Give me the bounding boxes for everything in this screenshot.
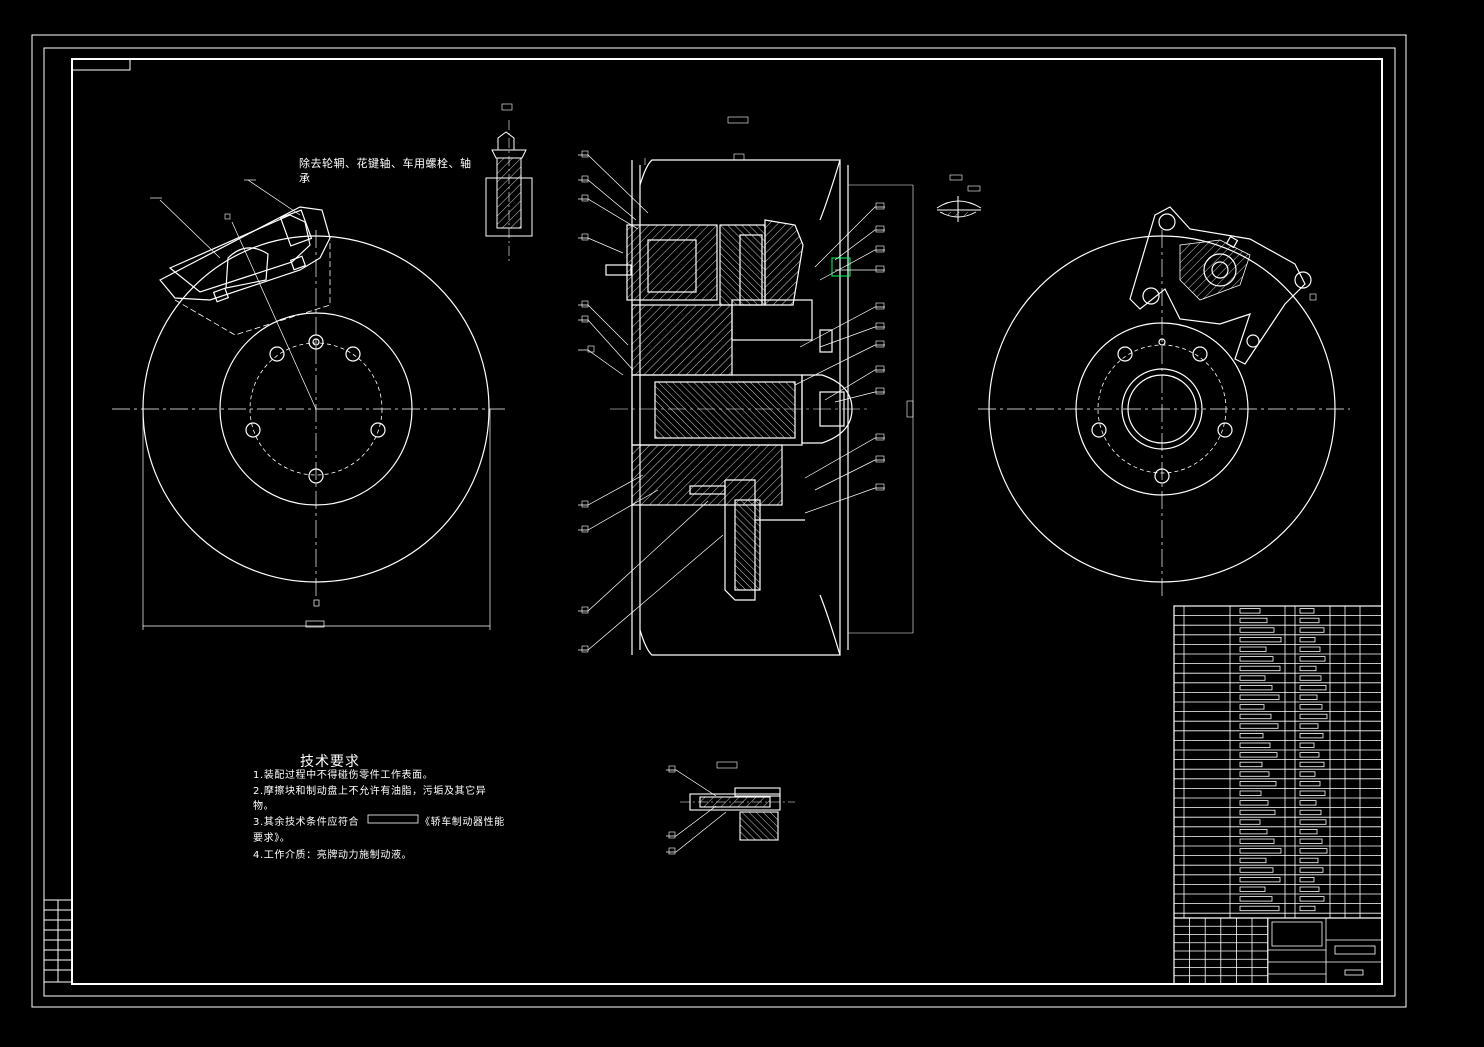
bom-cell-text bbox=[1239, 627, 1275, 633]
bom-cell-text bbox=[1299, 742, 1315, 748]
bom-cell-text bbox=[1299, 675, 1322, 681]
bom-cell-text bbox=[1239, 800, 1269, 806]
bom-cell-text bbox=[1239, 877, 1281, 883]
bom-cell-text bbox=[1239, 723, 1279, 729]
bom-cell-text bbox=[1239, 675, 1266, 681]
left-disc-view bbox=[112, 179, 505, 630]
bom-cell-text bbox=[1239, 848, 1282, 854]
bom-cell-text bbox=[1299, 608, 1315, 614]
bom-cell-text bbox=[1239, 886, 1266, 892]
bom-cell-text bbox=[1299, 838, 1323, 844]
bleed-screw-detail bbox=[485, 103, 533, 262]
bom-cell-text bbox=[1299, 857, 1319, 864]
tech-requirement-3b: 《轿车制动器性能 bbox=[420, 817, 505, 828]
right-disc-view bbox=[978, 206, 1350, 600]
bom-cell-text bbox=[1299, 877, 1315, 883]
bom-cell-text bbox=[1239, 637, 1282, 643]
bom-cell-text bbox=[1239, 685, 1273, 691]
bom-cell-text bbox=[1299, 790, 1326, 796]
tech-requirement-3c: 要求》。 bbox=[253, 833, 291, 844]
bom-cell-text bbox=[1239, 857, 1267, 864]
bom-cell-text bbox=[1299, 733, 1324, 739]
tech-requirements-title: 技术要求 bbox=[300, 754, 360, 770]
bom-cell-text bbox=[1239, 646, 1267, 652]
bom-cell-text bbox=[1239, 617, 1268, 624]
bom-cell-text bbox=[1239, 771, 1270, 777]
section-symbol bbox=[936, 174, 982, 222]
bom-cell-text bbox=[1299, 704, 1323, 710]
bom-cell-text bbox=[1299, 656, 1326, 662]
bom-cell-text bbox=[1299, 665, 1317, 672]
bom-cell-text bbox=[1299, 848, 1328, 854]
bom-cell-text bbox=[1239, 656, 1274, 662]
bom-cell-text bbox=[1299, 761, 1325, 768]
bom-cell-text bbox=[1299, 771, 1316, 777]
bom-cell-text bbox=[1299, 694, 1318, 700]
drawing-frame bbox=[31, 34, 1407, 1008]
bom-cell-text bbox=[1239, 790, 1262, 796]
center-section-view bbox=[578, 116, 914, 656]
bom-cell-text bbox=[1299, 867, 1324, 873]
bom-cell-text bbox=[1239, 809, 1276, 816]
bom-cell-text bbox=[1239, 752, 1278, 758]
bom-cell-text bbox=[1299, 819, 1327, 825]
bom-cell-text bbox=[1299, 809, 1322, 816]
bom-cell-text bbox=[1299, 800, 1317, 806]
bom-cell-text bbox=[1239, 742, 1271, 748]
bom-cell-text bbox=[1299, 781, 1321, 787]
bom-cell-text bbox=[1239, 694, 1280, 700]
bom-cell-text bbox=[1299, 905, 1316, 912]
bom-cell-text bbox=[1239, 867, 1274, 873]
tech-requirement-2b: 物。 bbox=[253, 801, 275, 812]
bom-cell-text bbox=[1239, 713, 1272, 720]
bom-cell-text bbox=[1299, 896, 1325, 902]
removed-parts-note: 除去轮辋、花键轴、车用螺栓、轴承 bbox=[299, 157, 472, 185]
bom-cell-text bbox=[1239, 761, 1263, 768]
bom-cell-text bbox=[1239, 905, 1280, 912]
bom-cell-text bbox=[1299, 617, 1320, 624]
tech-requirement-1: 1.装配过程中不得碰伤零件工作表面。 bbox=[253, 770, 434, 781]
bom-cell-text bbox=[1239, 829, 1268, 835]
bom-cell-text bbox=[1239, 838, 1275, 844]
bom-cell-text bbox=[1299, 637, 1316, 643]
tech-requirement-4: 4.工作介质：亮牌动力施制动液。 bbox=[253, 850, 413, 861]
bom-cell-text bbox=[1239, 781, 1277, 787]
bom-cell-text bbox=[1239, 896, 1273, 902]
bom-cell-text bbox=[1299, 713, 1328, 720]
bom-cell-text bbox=[1239, 704, 1265, 710]
bom-cell-text bbox=[1299, 886, 1320, 892]
bom-cell-text bbox=[1239, 733, 1264, 739]
bom-cell-text bbox=[1299, 685, 1327, 691]
bom-cell-text bbox=[1239, 608, 1261, 614]
standard-number-box bbox=[367, 814, 419, 824]
bottom-bolt-detail bbox=[666, 761, 795, 855]
bom-cell-text bbox=[1299, 829, 1318, 835]
parts-list-table bbox=[1173, 605, 1383, 985]
tech-requirement-2a: 2.摩擦块和制动盘上不允许有油脂，污垢及其它异 bbox=[253, 786, 487, 797]
bom-cell-text bbox=[1299, 646, 1321, 652]
tech-requirement-3a: 3.其余技术条件应符合 bbox=[253, 817, 360, 828]
bom-cell-text bbox=[1299, 723, 1319, 729]
bom-cell-text bbox=[1299, 627, 1325, 633]
bom-cell-text bbox=[1239, 665, 1281, 672]
bom-cell-text bbox=[1239, 819, 1261, 825]
bom-cell-text bbox=[1299, 752, 1320, 758]
